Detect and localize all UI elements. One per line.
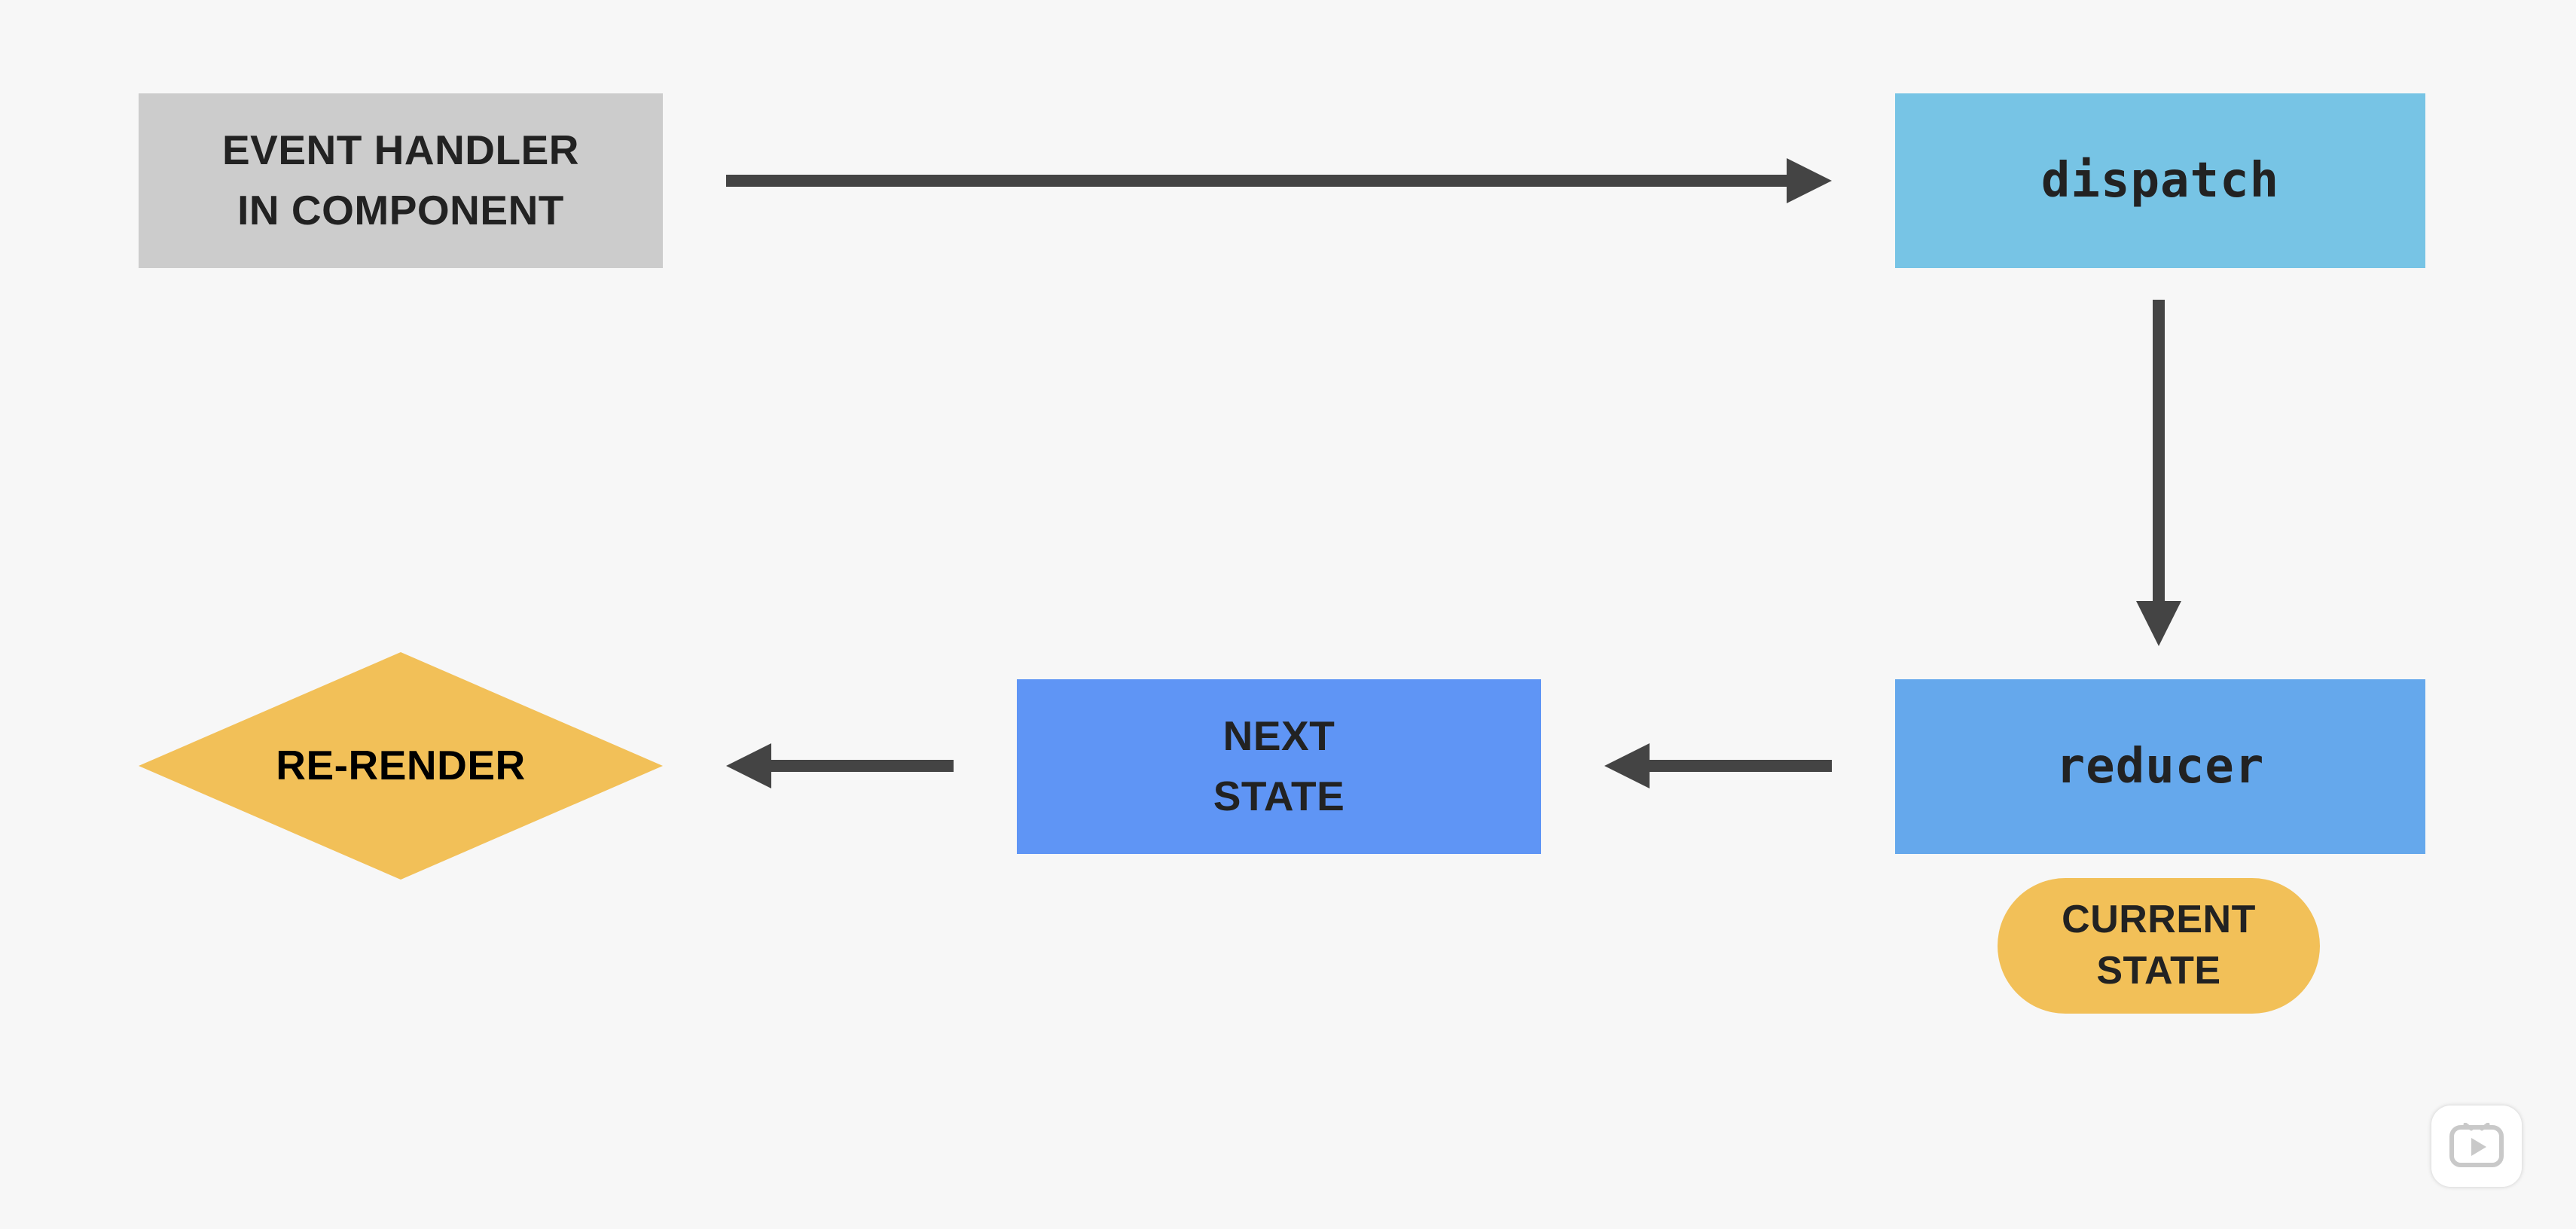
current-state-line2: STATE: [2096, 949, 2221, 993]
next-state-line2: STATE: [1213, 773, 1345, 819]
current-state-line1: CURRENT: [2062, 898, 2256, 942]
re-render-node: RE-RENDER: [139, 652, 663, 880]
re-render-label: RE-RENDER: [276, 742, 526, 789]
current-state-node: CURRENT STATE: [1998, 878, 2320, 1014]
arrow-event-to-dispatch: [726, 158, 1832, 203]
event-handler-line2: IN COMPONENT: [237, 187, 564, 233]
re-render-diamond-shape: [139, 652, 663, 880]
arrow-reducer-to-next-state: [1604, 743, 1832, 788]
next-state-line1: NEXT: [1222, 712, 1335, 760]
reducer-node: reducer: [1895, 679, 2425, 854]
play-icon-glyph: [2449, 1123, 2504, 1167]
dispatch-node: dispatch: [1895, 93, 2425, 268]
event-handler-node: EVENT HANDLER IN COMPONENT: [139, 93, 663, 268]
reducer-label: reducer: [2056, 739, 2265, 794]
event-handler-line1: EVENT HANDLER: [221, 127, 580, 174]
dispatch-label: dispatch: [2040, 153, 2280, 209]
arrow-next-state-to-rerender: [726, 743, 954, 788]
play-icon[interactable]: [2431, 1105, 2522, 1187]
arrow-dispatch-to-reducer: [2136, 300, 2181, 646]
next-state-node: NEXT STATE: [1017, 679, 1541, 854]
